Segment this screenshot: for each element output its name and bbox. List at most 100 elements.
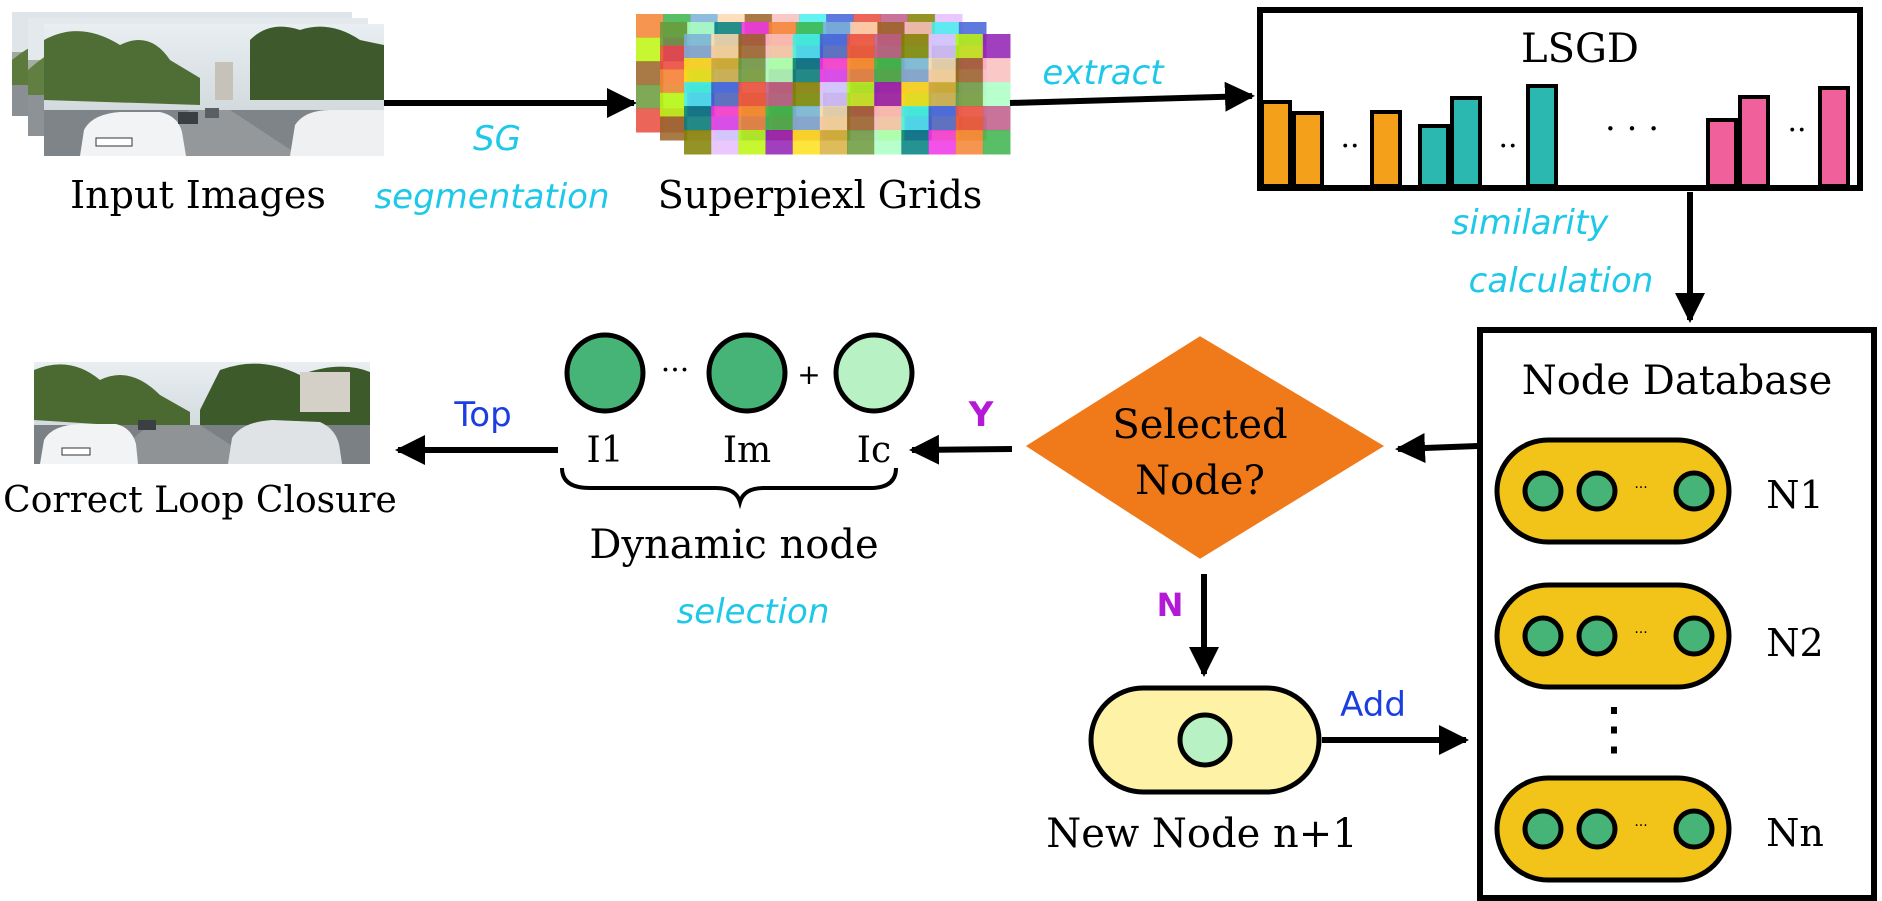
superpixel-cell (684, 82, 712, 107)
node-nn: ··· Nn (1494, 775, 1824, 883)
new-node (1088, 685, 1322, 795)
superpixel-cell (819, 34, 848, 59)
dynamic-node-brace (560, 467, 898, 510)
new-node-label: New Node n+1 (1046, 811, 1357, 857)
dynamic-node-dots: ··· (661, 353, 690, 388)
histogram-bar (1738, 95, 1770, 188)
superpixel-cell (982, 130, 1011, 155)
superpixel-cell (765, 34, 794, 59)
new-node-dot (1177, 712, 1233, 768)
superpixel-cell (738, 106, 766, 131)
lsgd-box: LSGD ·· ·· · · · ·· (1257, 7, 1863, 191)
node-n1-dot-2 (1576, 470, 1618, 512)
superpixel-cell (928, 130, 957, 155)
node-n1-dot-1 (1522, 470, 1564, 512)
node-n2-dot-1 (1522, 615, 1564, 657)
superpixel-cell (901, 106, 929, 131)
arrow-extract (1009, 81, 1255, 112)
input-images-label: Input Images (70, 173, 326, 217)
superpixel-cell (765, 82, 794, 107)
histogram-bar (1450, 96, 1482, 188)
superpixel-cell (874, 82, 902, 107)
superpixel-cell (955, 82, 984, 107)
hist-dots-1: ·· (1340, 129, 1359, 164)
node-n1: ··· N1 (1494, 437, 1824, 545)
superpixel-cell (636, 61, 664, 86)
decision-text-line2: Node? (1135, 458, 1265, 504)
arrow-yes (909, 434, 1013, 465)
hist-dots-2: ·· (1498, 129, 1517, 164)
node-n2-dot-2 (1576, 615, 1618, 657)
node-nn-dot-3 (1673, 808, 1715, 850)
dynamic-node-i1-circle (564, 332, 646, 414)
lsgd-title: LSGD (1521, 26, 1639, 72)
superpixel-cell (660, 116, 688, 141)
histogram-bar (1418, 124, 1450, 188)
dynamic-node-label: Dynamic node (589, 522, 878, 568)
node-database-vertical-dots: ⋮ (1585, 694, 1643, 762)
superpixel-cell (792, 130, 821, 155)
superpixel-cell (792, 82, 821, 107)
hist-dots-4: ·· (1787, 113, 1806, 148)
calculation-label: calculation (1469, 261, 1654, 301)
superpixel-cell (847, 106, 875, 131)
superpixel-cell (847, 82, 875, 107)
superpixel-cell (711, 130, 739, 155)
superpixel-cell (711, 106, 739, 131)
superpixel-cell (901, 82, 929, 107)
selection-label: selection (677, 592, 830, 632)
superpixel-cell (792, 106, 821, 131)
node-n2-dot-3 (1673, 615, 1715, 657)
lsgd-histogram (1260, 84, 1850, 188)
superpixel-cell (711, 82, 739, 107)
histogram-bar (1292, 111, 1324, 188)
superpixel-grids-stack (636, 14, 1011, 155)
superpixel-cell (982, 82, 1011, 107)
top-label: Top (453, 395, 511, 435)
dynamic-node-im-circle (706, 332, 788, 414)
superpixel-cell (819, 106, 848, 131)
input-images-stack (12, 12, 384, 156)
superpixel-cell (684, 34, 712, 59)
superpixel-cell (928, 34, 957, 59)
superpixel-cell (711, 58, 739, 83)
superpixel-cell (901, 130, 929, 155)
sg-label: SG (473, 119, 521, 159)
superpixel-cell (819, 58, 848, 83)
dynamic-node-plus: + (797, 358, 820, 391)
superpixel-cell (660, 22, 688, 47)
superpixel-cell (928, 58, 957, 83)
superpixel-cell (636, 37, 664, 62)
superpixel-grids-label: Superpiexl Grids (658, 173, 983, 217)
node-n2-label: N2 (1766, 621, 1823, 665)
superpixel-cell (792, 34, 821, 59)
superpixel-cell (847, 58, 875, 83)
correct-loop-closure-label: Correct Loop Closure (3, 480, 397, 521)
histogram-bar (1526, 84, 1558, 188)
histogram-bar (1818, 86, 1850, 188)
selected-node-decision: Selected Node? (1022, 333, 1388, 562)
dynamic-node-i1-label: I1 (586, 430, 623, 471)
similarity-label: similarity (1452, 203, 1610, 243)
no-label: N (1157, 586, 1184, 624)
superpixel-cell (636, 84, 664, 109)
superpixel-cell (684, 58, 712, 83)
histogram-bar (1370, 110, 1402, 188)
superpixel-cell (982, 58, 1011, 83)
decision-text-line1: Selected (1112, 402, 1287, 448)
superpixel-cell (636, 108, 664, 133)
dynamic-node-ic-label: Ic (857, 430, 891, 471)
superpixel-cell (738, 34, 766, 59)
superpixel-cell (982, 106, 1011, 131)
superpixel-cell (955, 34, 984, 59)
hist-dots-3: · · · (1605, 109, 1659, 149)
superpixel-cell (684, 130, 712, 155)
dynamic-node-im-label: Im (723, 430, 771, 471)
input-image-front (44, 24, 384, 156)
histogram-bar (1260, 100, 1292, 188)
superpixel-cell (874, 34, 902, 59)
superpixel-cell (955, 130, 984, 155)
superpixel-cell (901, 34, 929, 59)
node-n2-dots: ··· (1634, 625, 1647, 641)
superpixel-cell (660, 69, 688, 94)
